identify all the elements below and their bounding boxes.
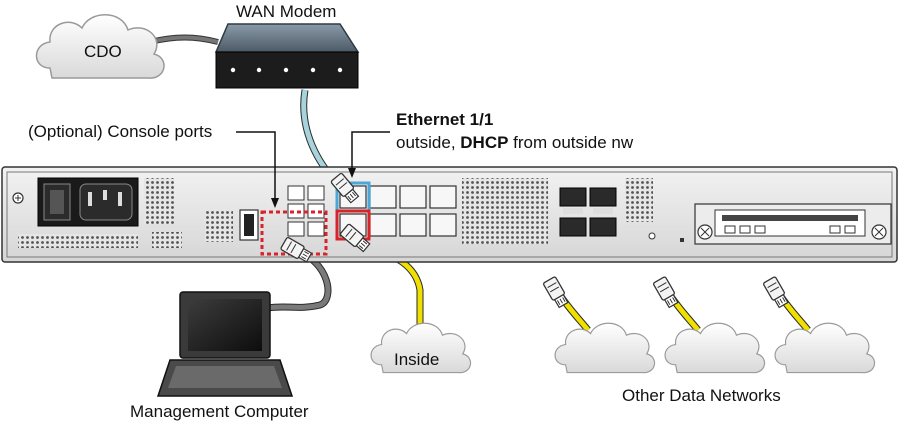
laptop-icon	[156, 291, 294, 397]
cdo-label: CDO	[84, 42, 122, 61]
wan-modem-label: WAN Modem	[236, 2, 337, 21]
console-callout-line	[236, 131, 276, 200]
modem-icon	[214, 23, 360, 89]
console-port-highlight	[260, 210, 328, 256]
appliance-chassis-icon	[1, 166, 898, 263]
rj45-connector-icon	[652, 275, 681, 310]
rj45-connector-icon	[542, 275, 571, 310]
rj45-connector-icon	[762, 275, 791, 310]
data-network-cloud-icon	[554, 322, 656, 374]
other-data-networks-label: Other Data Networks	[622, 386, 781, 405]
ethernet-desc-bold: DHCP	[460, 133, 509, 152]
ethernet-desc-prefix: outside,	[396, 133, 461, 152]
data-network-cloud-icon	[664, 322, 766, 374]
data-network-cloud-icon	[774, 322, 876, 374]
ethernet-title: Ethernet 1/1	[396, 110, 494, 129]
inside-label: Inside	[394, 350, 440, 369]
ethernet-callout-line	[351, 131, 390, 170]
management-computer-label: Management Computer	[130, 402, 309, 421]
console-ports-label: (Optional) Console ports	[28, 122, 213, 141]
ethernet-desc-suffix: from outside nw	[508, 133, 634, 152]
console-cable-inner	[267, 247, 331, 311]
ethernet-description: outside, DHCP from outside nw	[396, 133, 633, 153]
